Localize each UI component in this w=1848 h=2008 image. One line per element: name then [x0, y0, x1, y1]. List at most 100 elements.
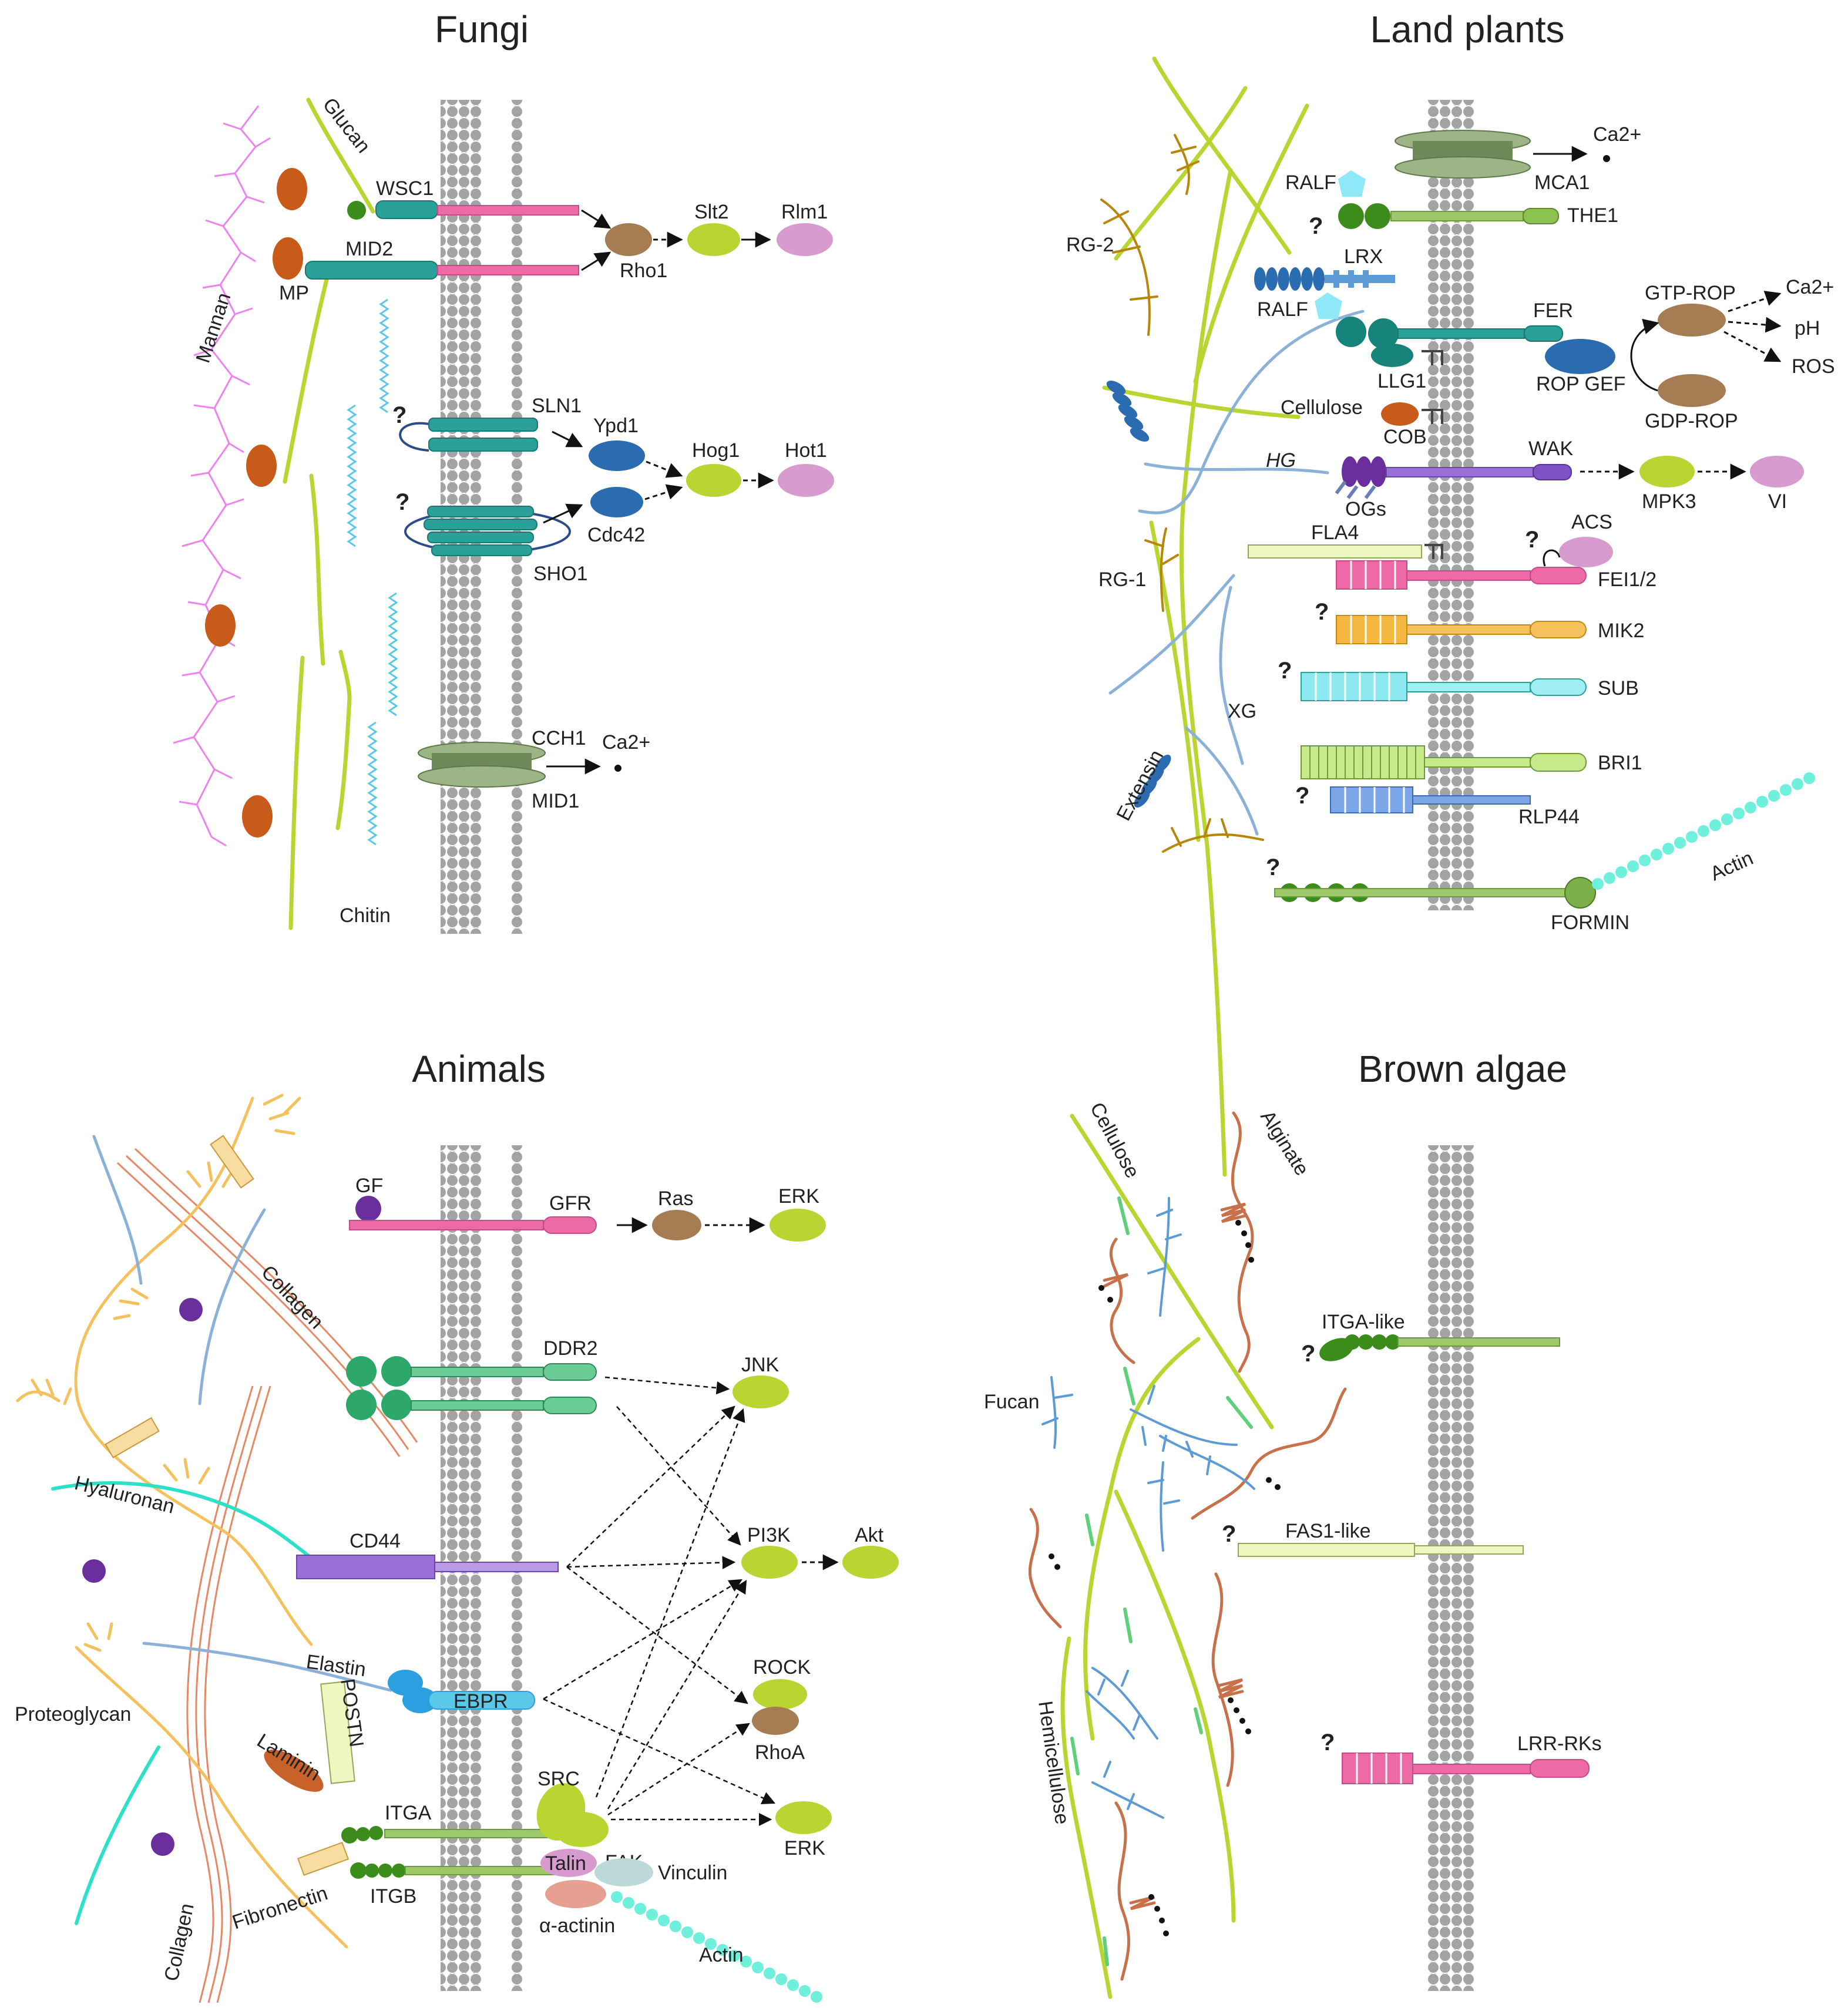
pi3k-node — [741, 1546, 798, 1579]
llg1-label: LLG1 — [1377, 370, 1426, 392]
sln1-sensor — [399, 418, 538, 452]
plants-calcium-label-2: Ca2+ — [1786, 276, 1834, 298]
vi-node — [1750, 456, 1804, 487]
mca1-channel — [1395, 130, 1531, 179]
extensin-label: Extensin — [1113, 746, 1168, 825]
algae-membrane — [1422, 1145, 1504, 1991]
alginate-label: Alginate — [1256, 1106, 1313, 1179]
ddr2-label: DDR2 — [543, 1337, 598, 1360]
glucan-label: Glucan — [318, 94, 375, 157]
sho1-sensor — [404, 506, 571, 556]
wsc1-sensor — [347, 200, 579, 220]
rock-node — [753, 1679, 807, 1710]
fibronectin-label: Fibronectin — [230, 1882, 331, 1933]
rhoa-node — [752, 1707, 799, 1735]
chitin-label: Chitin — [340, 904, 391, 927]
cob-label: COB — [1383, 426, 1427, 448]
ras-node — [652, 1210, 701, 1240]
glycoprotein-blocks — [105, 1135, 254, 1459]
fas1-like-protein — [1238, 1543, 1524, 1557]
bri1-label: BRI1 — [1598, 752, 1642, 774]
ogs-label: OGs — [1345, 498, 1386, 520]
mp-label: MP — [279, 282, 309, 304]
hyaluronan-label: Hyaluronan — [72, 1472, 177, 1518]
sho1-label: SHO1 — [533, 563, 588, 585]
mannoprotein-dots — [205, 168, 307, 837]
mid2-sensor — [305, 261, 579, 280]
lrr-rk-question: ? — [1321, 1730, 1335, 1755]
animal-signaling-arrows — [543, 1376, 776, 1827]
mid1-label: MID1 — [532, 790, 579, 812]
hg-label: HG — [1266, 449, 1296, 472]
plants-panel: Land plants RG-2 RG-1 XG HG Cellul — [1066, 8, 1835, 1177]
rop-gef-node — [1545, 339, 1615, 374]
hot1-label: Hot1 — [785, 439, 827, 462]
rlp44-receptor — [1330, 786, 1531, 813]
rock-label: ROCK — [753, 1656, 811, 1679]
acs-label: ACS — [1571, 511, 1612, 533]
bri1-receptor — [1301, 745, 1587, 779]
animals-title: Animals — [412, 1048, 546, 1090]
rlp44-question: ? — [1295, 783, 1309, 809]
sho1-question: ? — [395, 489, 409, 515]
fungi-calcium-label: Ca2+ — [602, 731, 650, 754]
acs-node — [1559, 537, 1613, 567]
itga-like-label: ITGA-like — [1322, 1311, 1405, 1333]
fucan-label: Fucan — [984, 1391, 1040, 1413]
elastin-label: Elastin — [305, 1650, 367, 1681]
hot1-node — [778, 464, 834, 497]
extensin-helices — [1106, 381, 1171, 808]
integrin-complex — [264, 1681, 556, 1879]
growth-factor-dots — [82, 1298, 203, 1856]
mik2-question: ? — [1315, 599, 1329, 625]
rlp44-label: RLP44 — [1518, 806, 1580, 828]
elastin-fibers — [92, 1135, 392, 1692]
slt2-label: Slt2 — [694, 201, 729, 223]
jnk-label: JNK — [741, 1354, 779, 1376]
mca1-label: MCA1 — [1534, 171, 1590, 194]
ph-label: pH — [1795, 317, 1820, 339]
rlm1-node — [777, 223, 833, 256]
jnk-node — [733, 1375, 789, 1408]
formin-protein — [1274, 877, 1596, 909]
mpk3-label: MPK3 — [1642, 490, 1696, 513]
pi3k-label: PI3K — [747, 1524, 791, 1546]
lrr-rk-receptor — [1342, 1753, 1590, 1784]
cd44-label: CD44 — [350, 1530, 401, 1552]
fei-receptor — [1336, 549, 1587, 590]
formin-label: FORMIN — [1551, 911, 1629, 934]
algae-green-highlights — [1070, 1196, 1253, 1966]
proteoglycan-fibers — [16, 1094, 348, 1949]
cch1-label: CCH1 — [532, 727, 586, 749]
talin-label: Talin — [545, 1852, 586, 1875]
sub-receptor — [1301, 672, 1587, 701]
wsc1-label: WSC1 — [376, 177, 434, 200]
plant-actin-filament — [1592, 772, 1815, 890]
ralf-label-2: RALF — [1257, 298, 1308, 321]
ros-label: ROS — [1792, 355, 1835, 378]
pectin-fibers — [1108, 310, 1365, 836]
fer-label: FER — [1533, 300, 1573, 322]
mannan-label: Mannan — [191, 290, 235, 366]
proteoglycan-label: Proteoglycan — [15, 1703, 131, 1726]
akt-label: Akt — [855, 1524, 884, 1546]
rlm1-label: Rlm1 — [781, 201, 828, 223]
the1-question: ? — [1309, 213, 1323, 239]
wak-label: WAK — [1528, 438, 1574, 460]
fla4-label: FLA4 — [1311, 522, 1359, 544]
sub-label: SUB — [1598, 677, 1639, 699]
cellulose-fibers — [1102, 56, 1309, 1177]
ropgef-label: ROP GEF — [1536, 373, 1625, 395]
lrr-rk-label: LRR-RKs — [1517, 1733, 1602, 1755]
the1-receptor — [1338, 170, 1559, 229]
gdp-rop-node — [1658, 374, 1726, 407]
ralf-label-1: RALF — [1285, 171, 1336, 194]
wak-receptor — [1335, 456, 1572, 499]
fucan-branches — [1041, 1197, 1255, 1819]
fer-receptor — [1315, 292, 1563, 367]
erk-node-2 — [775, 1801, 832, 1834]
cdc42-label: Cdc42 — [587, 524, 645, 546]
ypd1-label: Ypd1 — [593, 415, 639, 437]
fak-node — [555, 1812, 609, 1847]
itgb-label: ITGB — [370, 1885, 416, 1908]
